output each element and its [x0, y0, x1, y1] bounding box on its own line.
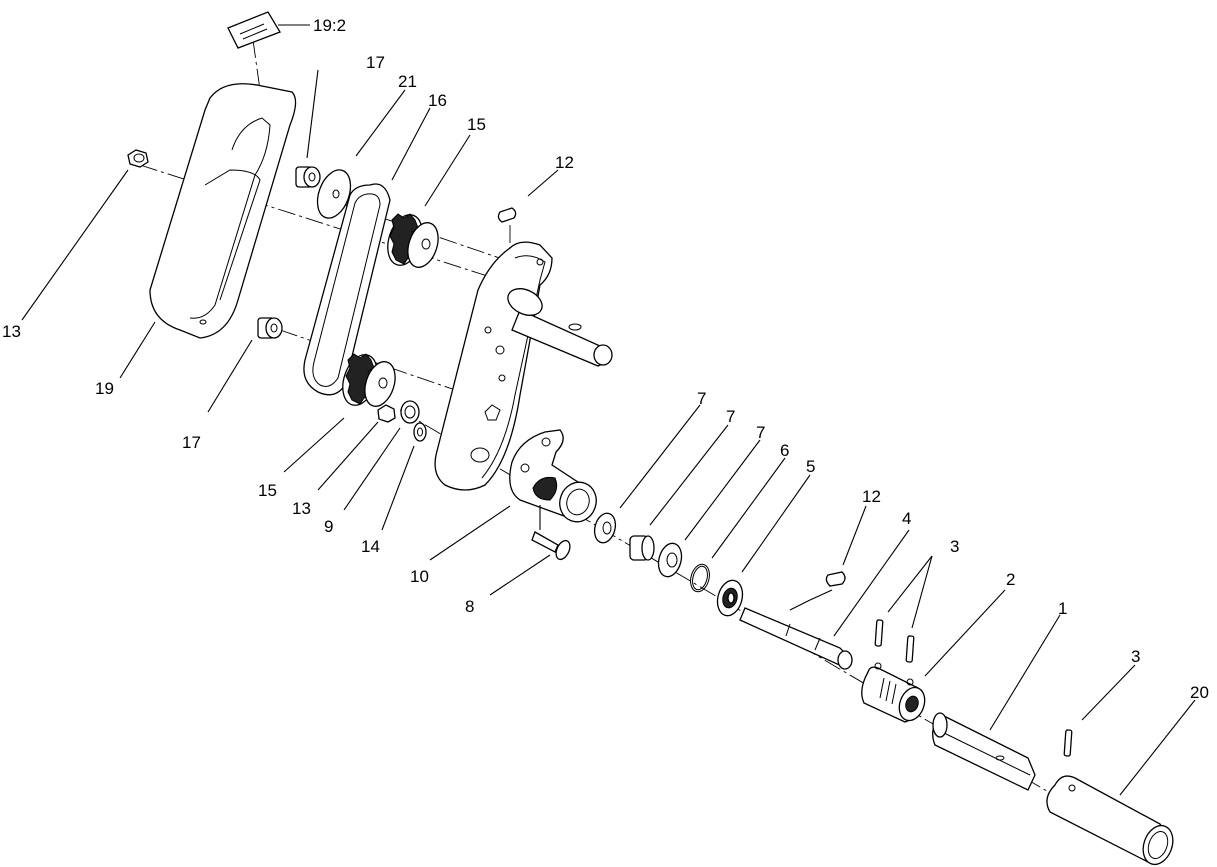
- callout-21: 21: [398, 72, 417, 91]
- bearing-small: [400, 400, 420, 424]
- callout-6: 6: [780, 441, 789, 460]
- callout-20: 20: [1190, 683, 1209, 702]
- callout-8: 7: [726, 407, 735, 426]
- bushing-8: [629, 535, 655, 561]
- callout-17-upper: 17: [366, 53, 385, 72]
- callout-3-upper: 3: [950, 537, 959, 556]
- bearing-housing: [509, 429, 597, 523]
- callout-12-lower: 12: [862, 487, 881, 506]
- callout-2: 2: [1006, 570, 1015, 589]
- nut-lower: [377, 404, 396, 423]
- spacer-lower: [257, 317, 283, 339]
- callout-17-lower: 17: [182, 433, 201, 452]
- belt-cover: [149, 83, 297, 339]
- tube: [1046, 775, 1174, 866]
- callout-15-upper: 15: [467, 115, 486, 134]
- key-upper: [497, 207, 517, 223]
- coupler: [861, 662, 926, 723]
- callout-11: 9: [324, 517, 333, 536]
- tag-19-2: 19:2: [313, 16, 346, 35]
- timing-belt: [303, 183, 391, 396]
- hex-shaft: [932, 712, 1036, 791]
- roll-pin-b: [905, 635, 915, 663]
- nut-upper: [127, 149, 149, 168]
- callout-1: 1: [1058, 599, 1067, 618]
- pulley-lower: [342, 353, 396, 407]
- callout-13-upper: 13: [2, 322, 21, 341]
- callout-4: 4: [902, 509, 911, 528]
- washer-small: [413, 422, 427, 442]
- roll-pin-c: [1063, 729, 1073, 757]
- callout-labels: 19:2 17 21 16 15 12 13 19 17 15 13 9 14 …: [2, 16, 1209, 702]
- bearing-7b: [657, 542, 683, 578]
- callout-19: 19: [95, 379, 114, 398]
- center-axes: [139, 39, 1131, 841]
- callout-5: 5: [806, 457, 815, 476]
- callout-13-lower: 13: [292, 499, 311, 518]
- washer: [316, 169, 352, 219]
- pulley-upper: [387, 213, 439, 268]
- roll-pin-a: [874, 619, 884, 647]
- callout-16: 16: [428, 91, 447, 110]
- bolt: [531, 531, 571, 561]
- bearing-7a: [593, 512, 617, 544]
- callout-9: 8: [465, 597, 474, 616]
- callout-15-lower: 15: [258, 481, 277, 500]
- key-lower: [825, 571, 846, 587]
- callout-7-a: 7: [697, 389, 706, 408]
- callout-10: 10: [410, 567, 429, 586]
- spacer-upper: [295, 166, 321, 188]
- leader-lines: [21, 24, 1196, 796]
- callout-3-lower: 3: [1131, 647, 1140, 666]
- label-decal: [227, 11, 281, 49]
- callout-14: 14: [361, 537, 380, 556]
- callout-7-b: 7: [756, 423, 765, 442]
- upper-shaft: [507, 288, 613, 367]
- bearing-5: [716, 579, 744, 617]
- drive-shaft: [739, 607, 853, 670]
- snap-ring-6: [690, 563, 710, 593]
- callout-12-upper: 12: [555, 153, 574, 172]
